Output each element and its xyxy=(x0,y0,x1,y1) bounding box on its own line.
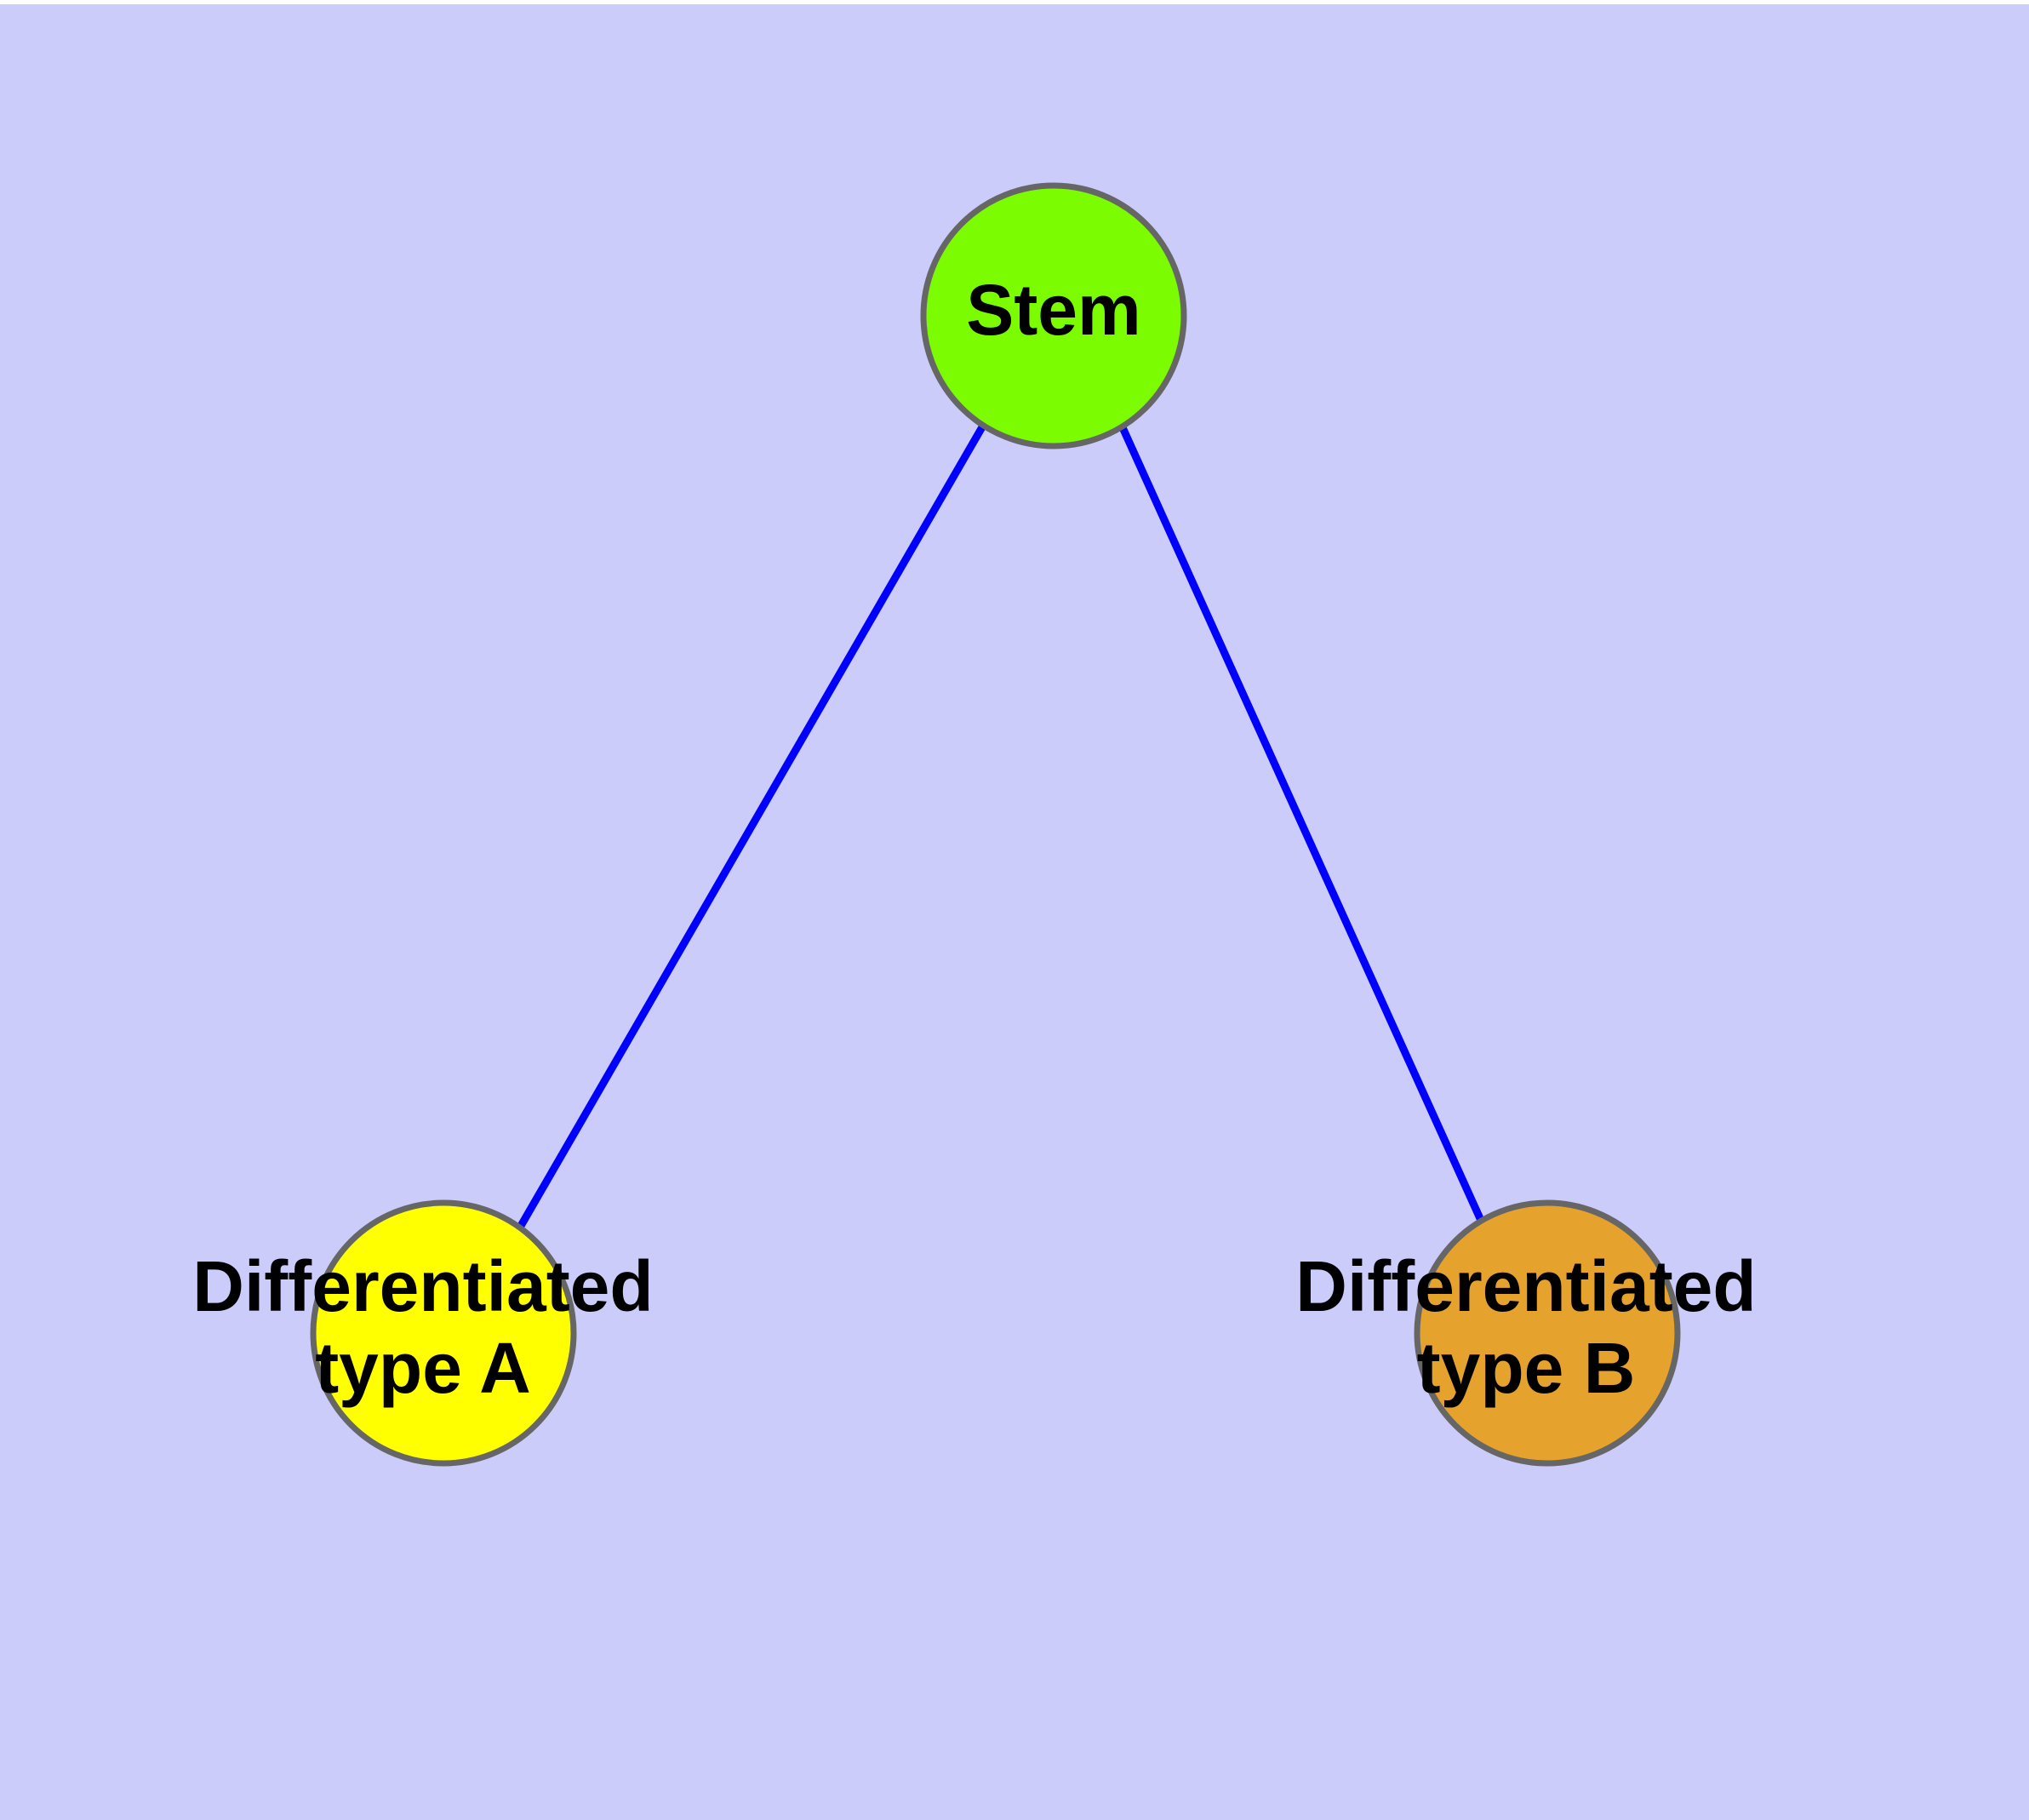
node-circle-diff-a[interactable] xyxy=(310,1199,577,1467)
node-label-line: type A xyxy=(315,1328,531,1408)
graph-node-stem[interactable] xyxy=(920,182,1187,449)
edges-layer xyxy=(517,423,1487,1228)
node-circle-diff-b[interactable] xyxy=(1414,1199,1681,1467)
node-label-line: Stem xyxy=(966,270,1140,350)
node-label-stem: Stem xyxy=(966,270,1140,350)
node-circle-stem[interactable] xyxy=(920,182,1187,449)
node-label-line: type B xyxy=(1417,1328,1636,1408)
graph-node-diff-b[interactable] xyxy=(1414,1199,1681,1467)
node-label-line: Differentiated xyxy=(192,1246,653,1326)
graph-edge-stem-to-diff-a[interactable] xyxy=(517,423,986,1228)
graph-edge-stem-to-diff-b[interactable] xyxy=(1117,424,1487,1226)
node-label-line: Differentiated xyxy=(1295,1246,1756,1326)
graph-node-diff-a[interactable] xyxy=(310,1199,577,1467)
